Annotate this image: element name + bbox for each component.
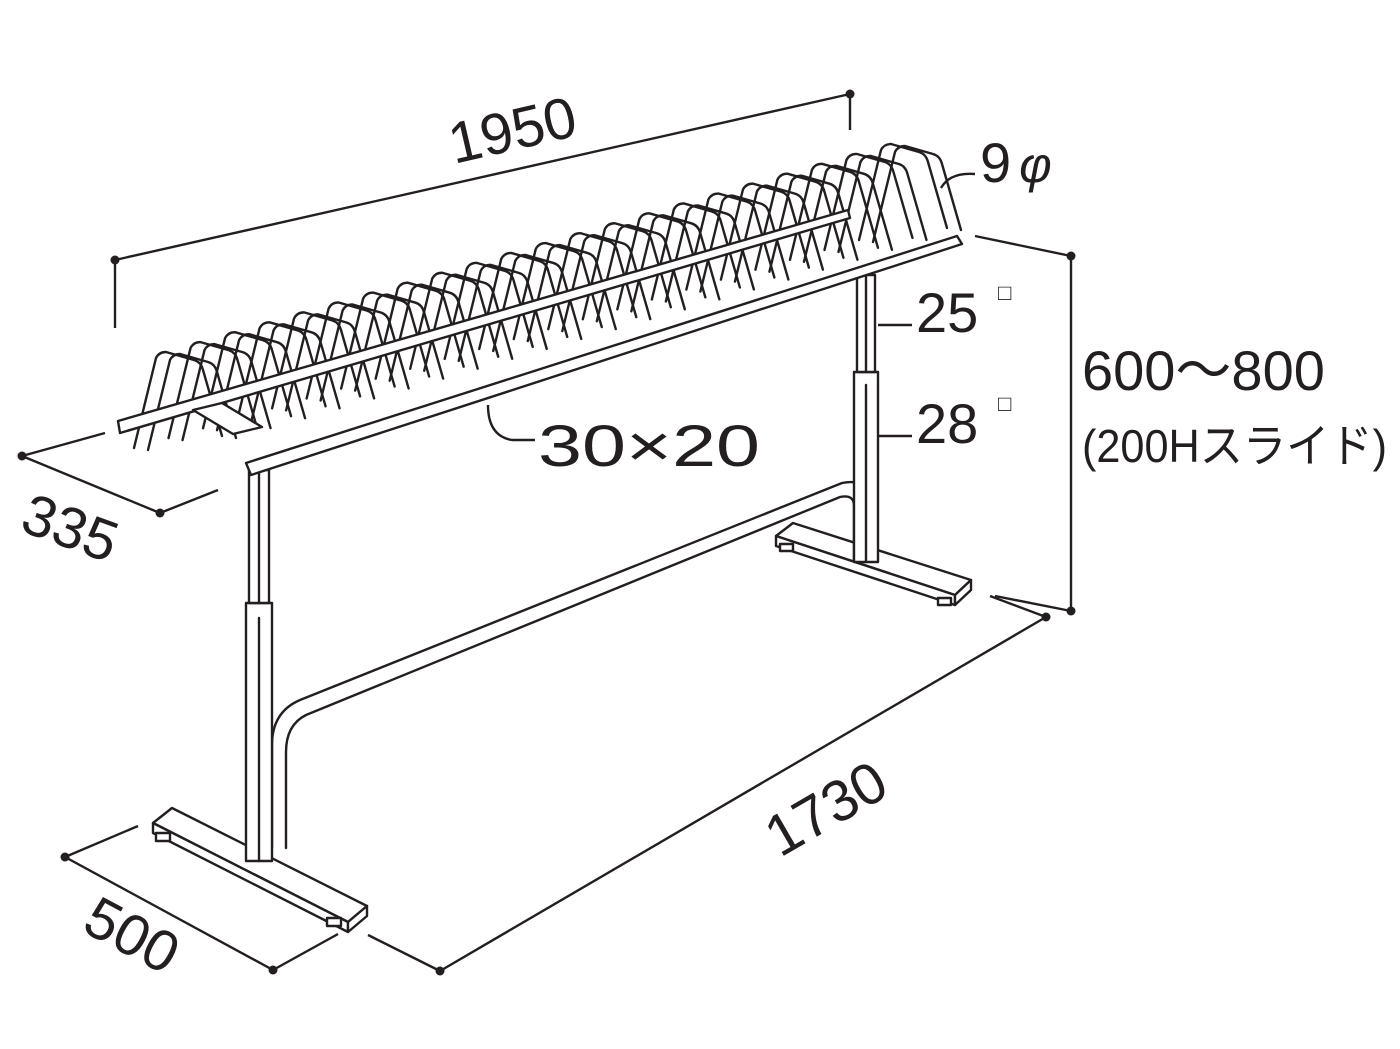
wire-hoop	[685, 192, 776, 291]
upper-post-label: 25	[916, 281, 978, 344]
height-note-label: (200Hスライド)	[1082, 420, 1387, 472]
wire-hoop	[768, 174, 859, 273]
wire-hoop	[630, 214, 721, 313]
wire-hoop	[457, 263, 548, 363]
wire-hoop	[443, 261, 534, 361]
dimension-leg-span: 1730	[367, 594, 1051, 976]
wire-hoop	[201, 330, 293, 430]
wire-hoop	[478, 251, 569, 351]
wire-hoop	[526, 243, 617, 343]
height-label: 600〜800	[1082, 339, 1325, 402]
wire-hoop	[547, 231, 638, 331]
front-leg	[244, 468, 274, 863]
callout-lower-post: 28 □	[878, 391, 1011, 455]
rail-section-label: 30×20	[538, 414, 760, 479]
wire-hoop	[871, 144, 963, 244]
wire-hoop	[250, 323, 341, 422]
wire-hoop	[699, 194, 790, 293]
wire-hoop	[132, 350, 224, 450]
wire-hoop	[512, 241, 603, 341]
dimension-depth-top: 335	[14, 431, 219, 575]
wire-hoop	[215, 332, 307, 432]
wire-hoop	[581, 222, 673, 321]
wire-hoop	[857, 142, 949, 242]
lower-post-square-symbol: □	[998, 391, 1011, 416]
wire-hoop	[823, 152, 914, 252]
callout-upper-post: 25 □	[878, 280, 1011, 344]
wire-hoop	[719, 182, 811, 281]
wire-hoop	[408, 271, 500, 370]
wire-hoop	[181, 342, 272, 442]
wire-hoop	[733, 184, 825, 283]
wire-hoop	[339, 291, 431, 390]
wire-hoop	[374, 281, 465, 380]
front-rail	[244, 234, 964, 477]
wire-hoop	[284, 313, 376, 412]
lower-post-label: 28	[916, 392, 978, 455]
wire-hoop	[837, 154, 928, 254]
front-foot	[151, 806, 369, 934]
wire-hoop	[422, 273, 514, 372]
wire-hoop	[319, 303, 410, 402]
wire-hoop	[664, 204, 756, 303]
wire-hoop	[650, 202, 742, 301]
cross-bracket	[191, 401, 264, 436]
wire-hoop	[788, 162, 880, 262]
overall-width-label: 1950	[442, 84, 582, 176]
back-leg	[852, 273, 880, 564]
wire-hoop	[754, 172, 845, 271]
wire-hoop	[802, 164, 894, 264]
wire-hoop	[388, 283, 479, 382]
wire-hoop	[236, 321, 327, 420]
base-depth-label: 500	[74, 884, 190, 987]
wire-hoop	[353, 293, 445, 392]
upper-post-square-symbol: □	[998, 280, 1011, 305]
dimension-height: 600〜800 (200Hスライド)	[974, 234, 1387, 616]
dimension-overall-width: 1950	[110, 84, 855, 328]
depth-top-label: 335	[14, 481, 127, 575]
leg-span-label: 1730	[754, 748, 898, 869]
wire-hoop	[616, 212, 707, 311]
wire-hoop	[270, 311, 362, 410]
wire-hoops	[132, 142, 963, 452]
wire-hoop	[492, 253, 583, 353]
wire-hoop	[595, 224, 687, 323]
wire-hoop	[146, 352, 238, 452]
wire-hoop	[167, 340, 258, 440]
callout-rail-section: 30×20	[486, 404, 760, 479]
wire-hoop	[561, 233, 652, 333]
back-rail	[116, 208, 852, 435]
wire-hoop	[305, 301, 396, 400]
